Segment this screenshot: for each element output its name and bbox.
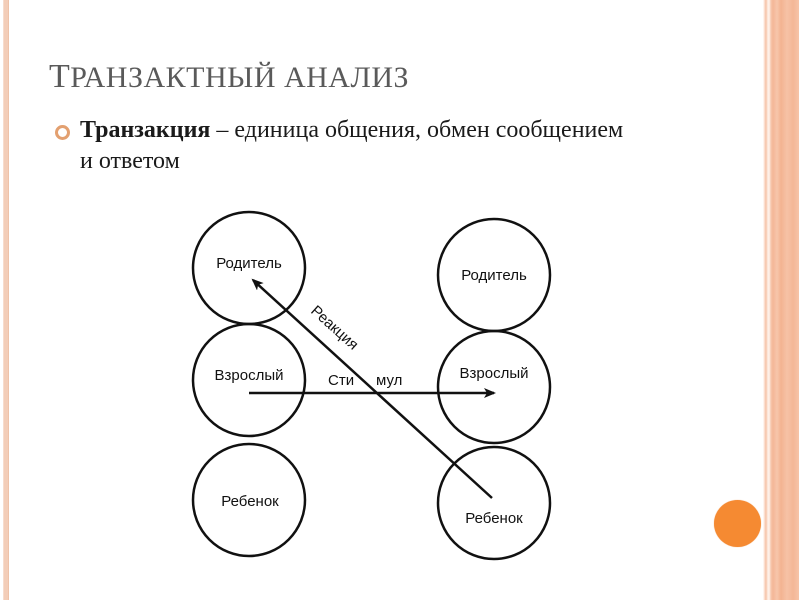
- reaction-label: Реакция: [307, 302, 361, 353]
- title-initial: Т: [49, 58, 71, 95]
- title-rest: РАНЗАКТНЫЙ АНАЛИЗ: [70, 61, 410, 94]
- left-parent-label: Родитель: [216, 255, 282, 272]
- right-decorative-stripes: [763, 0, 799, 600]
- left-adult-label: Взрослый: [215, 367, 284, 384]
- bullet-text: Транзакция – единица общения, обмен сооб…: [80, 115, 640, 177]
- slide-title: ТРАНЗАКТНЫЙ АНАЛИЗ: [49, 58, 409, 96]
- stimulus-label-part2: мул: [376, 372, 402, 389]
- bullet-term: Транзакция: [80, 117, 211, 143]
- left-decorative-border: [3, 0, 9, 600]
- left-adult-circle: [191, 322, 307, 438]
- bullet-definition: – единица общения, обмен сообщением и от…: [80, 117, 624, 174]
- right-child-circle: [436, 445, 552, 561]
- reaction-arrow: [251, 278, 493, 499]
- bullet-ring-icon: [55, 125, 70, 140]
- right-parent-label: Родитель: [461, 267, 527, 284]
- right-adult-circle: [436, 329, 552, 445]
- right-adult-label: Взрослый: [460, 365, 529, 382]
- orange-circle-decoration: [714, 500, 761, 547]
- stimulus-label-part1: Сти: [328, 372, 354, 389]
- left-child-circle: [191, 442, 307, 558]
- left-child-label: Ребенок: [221, 493, 279, 510]
- right-child-label: Ребенок: [465, 510, 523, 527]
